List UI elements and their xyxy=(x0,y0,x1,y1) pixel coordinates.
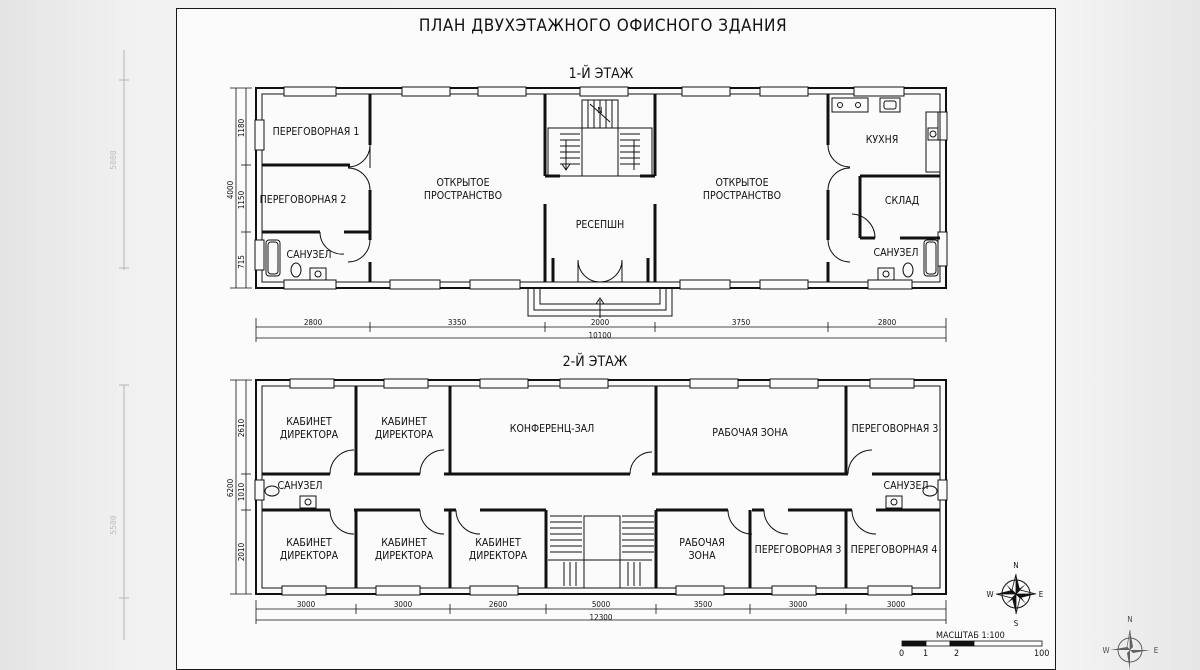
outer-compass-north: N xyxy=(1127,615,1132,624)
stair-direction-mark: N xyxy=(597,106,602,115)
room-meeting-4: ПЕРЕГОВОРНАЯ 4 xyxy=(851,544,938,556)
f1-dim-1: 2800 xyxy=(304,318,323,327)
f2-dim-left-total: 6200 xyxy=(226,478,235,497)
room-workzone-top: РАБОЧАЯ ЗОНА xyxy=(712,427,788,439)
room-meeting-1: ПЕРЕГОВОРНАЯ 1 xyxy=(273,126,360,138)
outer-compass-east: E xyxy=(1154,646,1159,655)
f2-dim-6: 3000 xyxy=(789,600,808,609)
f1-dim-5: 2800 xyxy=(878,318,897,327)
room-director-b2-line1: КАБИНЕТ xyxy=(381,537,427,549)
compass-east: E xyxy=(1039,590,1044,599)
f2-dim-5: 3500 xyxy=(694,600,713,609)
room-open-left-line2: ПРОСТРАНСТВО xyxy=(424,190,502,202)
drawing-title: ПЛАН ДВУХЭТАЖНОГО ОФИСНОГО ЗДАНИЯ xyxy=(419,16,787,36)
room-reception: РЕСЕПШН xyxy=(576,219,625,231)
f2-dim-7: 3000 xyxy=(887,600,906,609)
room-director-b3-line1: КАБИНЕТ xyxy=(475,537,521,549)
compass-north: N xyxy=(1013,561,1018,570)
compass-west: W xyxy=(986,590,993,599)
room-director-b3-line2: ДИРЕКТОРА xyxy=(469,550,528,562)
room-director-t2-line2: ДИРЕКТОРА xyxy=(375,429,434,441)
f1-dim-total: 10100 xyxy=(589,331,612,340)
f2-dim-total: 12300 xyxy=(590,613,613,622)
room-conference: КОНФЕРЕНЦ-ЗАЛ xyxy=(510,423,594,435)
scale-tick-100: 100 xyxy=(1034,649,1049,659)
floor1-interior-walls xyxy=(262,94,940,282)
f1-dim-3: 2000 xyxy=(591,318,610,327)
floor1-entrance-porch xyxy=(527,288,673,318)
room-workzone-bottom-line1: РАБОЧАЯ xyxy=(679,537,725,549)
f2-dim-left-2: 1010 xyxy=(237,482,246,501)
f2-dim-2: 3000 xyxy=(394,600,413,609)
room-director-t2-line1: КАБИНЕТ xyxy=(381,416,427,428)
compass-rose-icon xyxy=(995,573,1037,615)
scale-tick-1: 1 xyxy=(923,649,928,659)
f1-dim-4: 3750 xyxy=(732,318,751,327)
floor2-dimension-lines xyxy=(230,379,947,624)
f2-dim-4: 5000 xyxy=(592,600,611,609)
room-meeting-3-bottom: ПЕРЕГОВОРНАЯ 3 xyxy=(755,544,842,556)
floor2-interior-walls xyxy=(262,386,940,588)
floor2-walls xyxy=(254,378,948,596)
room-wc-right: САНУЗЕЛ xyxy=(873,247,918,259)
f2-dim-left-1: 2610 xyxy=(237,418,246,437)
f1-dim-left-1: 1180 xyxy=(237,118,246,137)
room-director-bl-line2: ДИРЕКТОРА xyxy=(280,550,339,562)
floor2-staircase xyxy=(548,515,654,588)
room-workzone-bottom-line2: ЗОНА xyxy=(688,550,716,562)
room-director-bl-line1: КАБИНЕТ xyxy=(286,537,332,549)
room-wc-right-f2: САНУЗЕЛ xyxy=(883,480,928,492)
room-director-tl-line1: КАБИНЕТ xyxy=(286,416,332,428)
scale-label: МАСШТАБ 1:100 xyxy=(936,631,1005,641)
room-meeting-3-top: ПЕРЕГОВОРНАЯ 3 xyxy=(852,423,939,435)
f2-dim-1: 3000 xyxy=(297,600,316,609)
floor1-staircase xyxy=(547,99,653,177)
outer-margin-dimension xyxy=(119,50,129,640)
room-wc-left: САНУЗЕЛ xyxy=(286,249,331,261)
floor2-fixtures xyxy=(264,485,938,509)
room-kitchen: КУХНЯ xyxy=(866,134,899,146)
scale-tick-0: 0 xyxy=(899,649,904,659)
f2-dim-left-3: 2010 xyxy=(237,542,246,561)
room-director-b2-line2: ДИРЕКТОРА xyxy=(375,550,434,562)
outer-compass-west: W xyxy=(1102,646,1109,655)
room-open-left-line1: ОТКРЫТОЕ xyxy=(436,177,489,189)
floor1-doors xyxy=(319,144,876,283)
floor1-walls xyxy=(254,86,948,290)
room-wc-left-f2: САНУЗЕЛ xyxy=(277,480,322,492)
scale-tick-2: 2 xyxy=(954,649,959,659)
f1-dim-left-3: 715 xyxy=(237,255,246,269)
f1-dim-left-total: 4000 xyxy=(226,180,235,199)
room-director-tl-line2: ДИРЕКТОРА xyxy=(280,429,339,441)
f1-dim-left-2: 1150 xyxy=(237,190,246,209)
f2-dim-3: 2600 xyxy=(489,600,508,609)
margin-dim-upper: 5000 xyxy=(109,150,118,169)
room-meeting-2: ПЕРЕГОВОРНАЯ 2 xyxy=(260,194,347,206)
floor1-dimension-lines xyxy=(230,87,947,342)
floor1-title: 1-Й ЭТАЖ xyxy=(569,64,634,82)
room-open-right-line2: ПРОСТРАНСТВО xyxy=(703,190,781,202)
margin-dim-lower: 5500 xyxy=(109,515,118,534)
scale-bar xyxy=(901,640,1043,647)
floor2-doors xyxy=(329,449,877,535)
f1-dim-2: 3350 xyxy=(448,318,467,327)
floor2-title: 2-Й ЭТАЖ xyxy=(563,352,628,370)
floor1-fixtures xyxy=(265,97,941,281)
room-open-right-line1: ОТКРЫТОЕ xyxy=(715,177,768,189)
compass-south: S xyxy=(1014,619,1019,628)
outer-compass-icon xyxy=(1110,629,1150,670)
room-storage: СКЛАД xyxy=(885,195,919,207)
